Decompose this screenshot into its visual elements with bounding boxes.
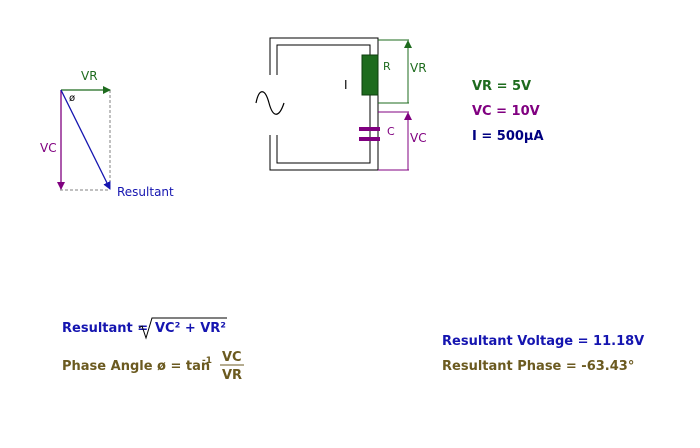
circuit-vc-label: VC bbox=[410, 131, 427, 145]
value-current: I = 500µA bbox=[472, 129, 544, 144]
resistor bbox=[361, 54, 379, 96]
phase-formula-prefix: Phase Angle ø = tan bbox=[62, 359, 210, 374]
phasor-resultant-label: Resultant bbox=[117, 185, 174, 199]
circuit-capacitor-label: C bbox=[387, 125, 395, 138]
resultant-formula-prefix: Resultant = bbox=[62, 321, 148, 336]
value-vc: VC = 10V bbox=[472, 104, 540, 119]
result-voltage: Resultant Voltage = 11.18V bbox=[442, 334, 644, 349]
given-values: VR = 5V VC = 10V I = 500µA bbox=[472, 79, 544, 144]
phasor-vc-label: VC bbox=[40, 141, 57, 155]
phase-formula-denominator: VR bbox=[222, 368, 242, 383]
result-phase: Resultant Phase = -63.43° bbox=[442, 359, 634, 374]
phasor-diagram: VR VC ø Resultant bbox=[40, 69, 174, 199]
phasor-phi-label: ø bbox=[69, 93, 75, 104]
circuit-inner-wire bbox=[276, 44, 371, 164]
circuit-resistor-label: R bbox=[383, 60, 391, 73]
capacitor-plate-bottom bbox=[359, 137, 380, 141]
sqrt-radical-icon bbox=[138, 317, 227, 340]
resultant-formula-radicand: VC² + VR² bbox=[155, 321, 226, 336]
circuit-outer-wire bbox=[269, 37, 379, 171]
circuit-current-label: I bbox=[344, 78, 348, 92]
circuit-vr-label: VR bbox=[410, 61, 427, 75]
capacitor-plate-top bbox=[359, 127, 380, 131]
phasor-vr-label: VR bbox=[81, 69, 98, 83]
value-vr: VR = 5V bbox=[472, 79, 531, 94]
phase-formula: Phase Angle ø = tan -1 VC VR bbox=[62, 350, 244, 383]
ac-source-icon bbox=[255, 91, 285, 115]
resultant-formula: Resultant = VC² + VR² bbox=[62, 317, 227, 340]
phase-formula-numerator: VC bbox=[222, 350, 242, 365]
circuit-diagram: I R C VR VC bbox=[255, 37, 427, 171]
results: Resultant Voltage = 11.18V Resultant Pha… bbox=[442, 334, 644, 374]
resultant-vector bbox=[60, 89, 111, 190]
phase-formula-exponent: -1 bbox=[202, 356, 212, 366]
